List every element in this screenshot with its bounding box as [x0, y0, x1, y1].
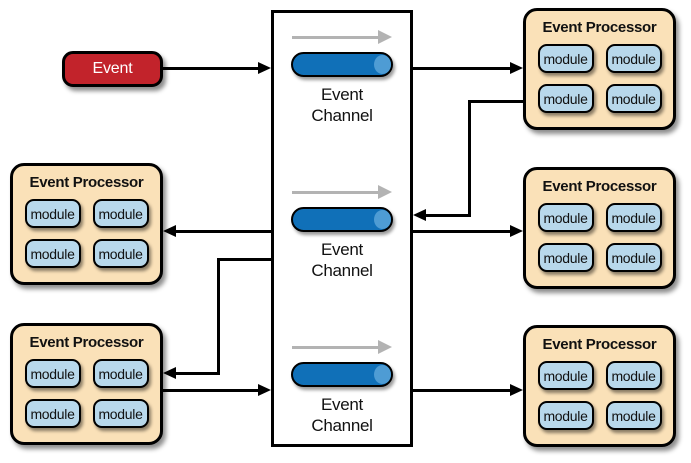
arrowhead-right-icon: [510, 61, 523, 74]
connector-right-top-to-channel2-seg3: [426, 213, 471, 217]
module-grid: module module module module: [526, 361, 673, 430]
channel-label-line1: Event: [321, 240, 363, 259]
arrowhead-right-icon: [258, 383, 271, 396]
processor-title: Event Processor: [542, 336, 657, 353]
channel-label-line2: Channel: [311, 416, 373, 435]
event-processor-right-bottom: Event Processor module module module mod…: [523, 325, 676, 447]
module-box: module: [605, 44, 662, 73]
cylinder-cap: [373, 364, 391, 384]
module-box: module: [24, 399, 81, 428]
arrowhead-right-icon: [258, 61, 271, 74]
module-box: module: [537, 203, 594, 232]
flow-arrow-shaft: [292, 190, 378, 194]
module-grid: module module module module: [13, 359, 160, 428]
event-processor-left-middle: Event Processor module module module mod…: [10, 163, 163, 285]
connector-channel1-to-right-top: [413, 66, 510, 70]
channel-cylinder-icon: [291, 52, 393, 77]
module-box: module: [92, 359, 149, 388]
module-grid: module module module module: [13, 199, 160, 268]
channel-cylinder-icon: [291, 362, 393, 387]
arrowhead-right-icon: [510, 383, 523, 396]
module-box: module: [605, 361, 662, 390]
flow-arrow-icon: [292, 30, 392, 44]
event-processor-left-bottom: Event Processor module module module mod…: [10, 323, 163, 445]
flow-arrow-shaft: [292, 35, 378, 39]
processor-title: Event Processor: [29, 334, 144, 351]
module-box: module: [24, 239, 81, 268]
arrowhead-left-icon: [413, 208, 426, 221]
channel-label-line1: Event: [321, 395, 363, 414]
connector-right-top-to-channel2-seg2: [468, 99, 471, 217]
connector-channel2-to-left-middle: [176, 229, 271, 233]
module-box: module: [24, 199, 81, 228]
channel-cylinder-icon: [291, 207, 393, 232]
flow-arrow-head: [378, 185, 392, 199]
module-box: module: [92, 399, 149, 428]
module-box: module: [537, 44, 594, 73]
channel-label-line1: Event: [321, 85, 363, 104]
arrowhead-left-icon: [163, 224, 176, 237]
event-channel-3: Event Channel: [274, 340, 410, 436]
arrowhead-left-icon: [163, 366, 176, 379]
event-processor-right-middle: Event Processor module module module mod…: [523, 167, 676, 289]
module-box: module: [537, 84, 594, 113]
processor-title: Event Processor: [29, 174, 144, 191]
module-box: module: [537, 401, 594, 430]
flow-arrow-head: [378, 340, 392, 354]
flow-arrow-icon: [292, 185, 392, 199]
flow-arrow-head: [378, 30, 392, 44]
event-channel-1: Event Channel: [274, 30, 410, 126]
channel-label: Event Channel: [311, 394, 373, 436]
flow-arrow-shaft: [292, 345, 378, 349]
module-box: module: [605, 203, 662, 232]
module-box: module: [605, 243, 662, 272]
module-box: module: [24, 359, 81, 388]
event-channel-box: Event Channel Event Channel: [271, 10, 413, 447]
event-label: Event: [92, 60, 133, 77]
arrowhead-right-icon: [510, 224, 523, 237]
channel-label: Event Channel: [311, 239, 373, 281]
module-box: module: [537, 243, 594, 272]
connector-channel2-to-left-bottom-seg3: [176, 371, 220, 375]
cylinder-cap: [373, 209, 391, 229]
connector-channel2-to-left-bottom-seg1: [217, 257, 271, 261]
event-processor-right-top: Event Processor module module module mod…: [523, 8, 676, 130]
connector-left-bottom-to-channel3: [163, 388, 258, 392]
channel-label: Event Channel: [311, 84, 373, 126]
module-box: module: [92, 199, 149, 228]
cylinder-cap: [373, 54, 391, 74]
flow-arrow-icon: [292, 340, 392, 354]
module-box: module: [605, 84, 662, 113]
connector-right-top-to-channel2-seg1: [468, 99, 523, 103]
module-grid: module module module module: [526, 203, 673, 272]
connector-channel3-to-right-bottom: [413, 388, 510, 392]
channel-label-line2: Channel: [311, 106, 373, 125]
module-box: module: [92, 239, 149, 268]
module-grid: module module module module: [526, 44, 673, 113]
connector-event-to-channel1: [163, 66, 258, 70]
connector-channel2-to-left-bottom-seg2: [217, 257, 220, 375]
module-box: module: [605, 401, 662, 430]
connector-channel2-to-right-middle: [413, 229, 510, 233]
channel-label-line2: Channel: [311, 261, 373, 280]
module-box: module: [537, 361, 594, 390]
event-channel-2: Event Channel: [274, 185, 410, 281]
processor-title: Event Processor: [542, 19, 657, 36]
processor-title: Event Processor: [542, 178, 657, 195]
event-node: Event: [62, 51, 163, 87]
